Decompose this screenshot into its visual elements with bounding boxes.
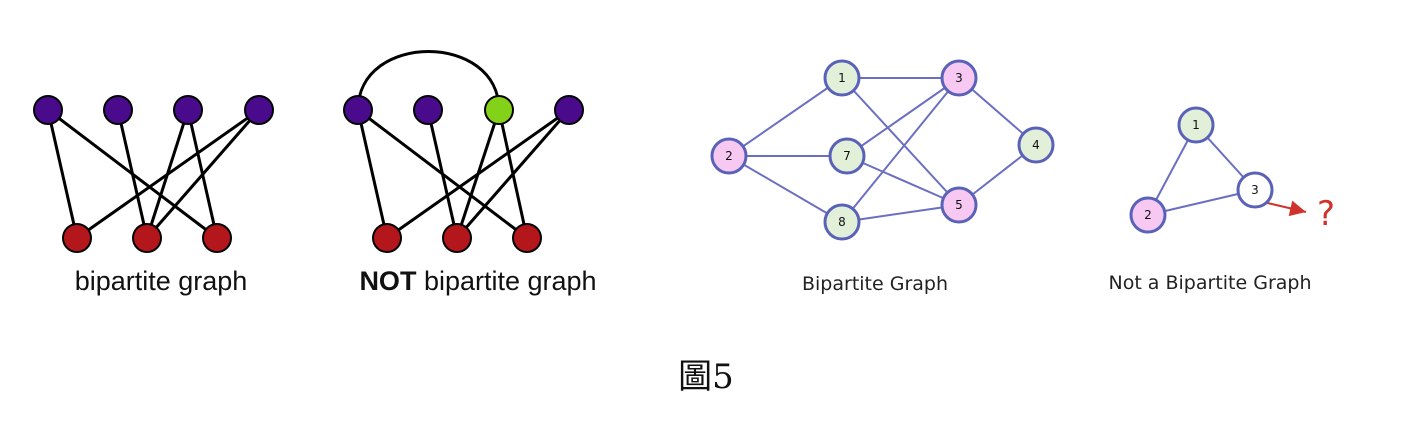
edge-1-5	[841, 77, 960, 206]
node-t1	[343, 95, 373, 125]
node-t4	[244, 95, 274, 125]
edge-2-1	[728, 77, 843, 157]
node-circle	[173, 95, 203, 125]
nodes	[33, 95, 274, 253]
node-t2	[103, 95, 133, 125]
node-b1	[62, 223, 92, 253]
node-3: 3	[1236, 171, 1274, 209]
node-t4	[554, 95, 584, 125]
edges	[46, 108, 261, 240]
node-circle	[202, 223, 232, 253]
node-circle	[1236, 171, 1274, 209]
node-8: 8	[823, 203, 861, 241]
node-circle	[828, 137, 866, 175]
node-circle	[343, 95, 373, 125]
edge-8-5	[841, 204, 960, 223]
node-5: 5	[940, 186, 978, 224]
node-7: 7	[828, 137, 866, 175]
node-circle	[442, 223, 472, 253]
node-label: 2	[725, 149, 733, 163]
node-circle	[823, 203, 861, 241]
node-b2	[132, 223, 162, 253]
node-circle	[484, 95, 514, 125]
edge-8-3	[841, 77, 960, 223]
edge-t4-b2	[455, 109, 571, 239]
node-label: 7	[843, 149, 851, 163]
node-b1	[372, 223, 402, 253]
edge-t4-b2	[145, 109, 261, 239]
figure-caption: 圖5	[678, 357, 734, 397]
node-circle	[940, 59, 978, 97]
panel-label-bold: NOT	[359, 266, 417, 296]
node-circle	[413, 95, 443, 125]
nodes: 1 2 3	[1129, 106, 1274, 234]
nodes	[343, 95, 584, 253]
node-label: 1	[1192, 118, 1200, 132]
panel-triangle-graph: 1 2 3 ? Not a Bipartite Graph	[1108, 106, 1335, 294]
edges	[356, 50, 571, 240]
node-t2	[413, 95, 443, 125]
node-circle	[1017, 126, 1055, 164]
node-label: 8	[838, 215, 846, 229]
node-circle	[1177, 106, 1215, 144]
node-2: 2	[1129, 196, 1167, 234]
panel-not-bipartite-graph: NOT bipartite graph	[343, 50, 597, 296]
edge-7-3	[846, 77, 960, 157]
node-t3	[484, 95, 514, 125]
node-1: 1	[1177, 106, 1215, 144]
panel-label-rest: bipartite graph	[416, 266, 596, 296]
edge-2-8	[728, 155, 843, 223]
node-2: 2	[710, 137, 748, 175]
node-label: 4	[1032, 138, 1040, 152]
node-3: 3	[940, 59, 978, 97]
edge-t4-b1	[386, 108, 570, 240]
node-circle	[103, 95, 133, 125]
node-circle	[940, 186, 978, 224]
edge-t2-b2	[116, 109, 149, 239]
node-circle	[132, 223, 162, 253]
node-circle	[62, 223, 92, 253]
node-t1	[33, 95, 63, 125]
panel-numbered-bipartite-graph: 1 3 2 7 4 8 5 Bipartite Graph	[710, 59, 1055, 295]
edge-t1-b1	[356, 109, 389, 239]
node-b3	[202, 223, 232, 253]
node-circle	[512, 223, 542, 253]
nodes: 1 3 2 7 4 8 5	[710, 59, 1055, 241]
panel-bipartite-graph: bipartite graph	[33, 95, 274, 296]
node-b2	[442, 223, 472, 253]
edge-t1-t3	[356, 50, 501, 111]
node-1: 1	[823, 59, 861, 97]
question-mark: ?	[1317, 194, 1335, 234]
node-circle	[1129, 196, 1167, 234]
node-circle	[554, 95, 584, 125]
node-label: 5	[955, 198, 963, 212]
node-circle	[823, 59, 861, 97]
node-label: 2	[1144, 208, 1152, 222]
node-label: 3	[955, 71, 963, 85]
panel-label: Not a Bipartite Graph	[1108, 272, 1311, 294]
node-t3	[173, 95, 203, 125]
edge-t4-b1	[76, 108, 260, 240]
node-label: 1	[838, 71, 846, 85]
edge-t2-b2	[426, 109, 459, 239]
edges	[728, 77, 1037, 223]
node-circle	[710, 137, 748, 175]
panel-label: NOT bipartite graph	[359, 266, 596, 296]
panel-label: bipartite graph	[75, 266, 248, 296]
node-circle	[372, 223, 402, 253]
node-b3	[512, 223, 542, 253]
edge-t1-b1	[46, 109, 79, 239]
node-label: 3	[1251, 183, 1259, 197]
panel-label: Bipartite Graph	[802, 273, 948, 295]
node-circle	[33, 95, 63, 125]
node-circle	[244, 95, 274, 125]
edge-7-5	[846, 155, 960, 206]
node-4: 4	[1017, 126, 1055, 164]
